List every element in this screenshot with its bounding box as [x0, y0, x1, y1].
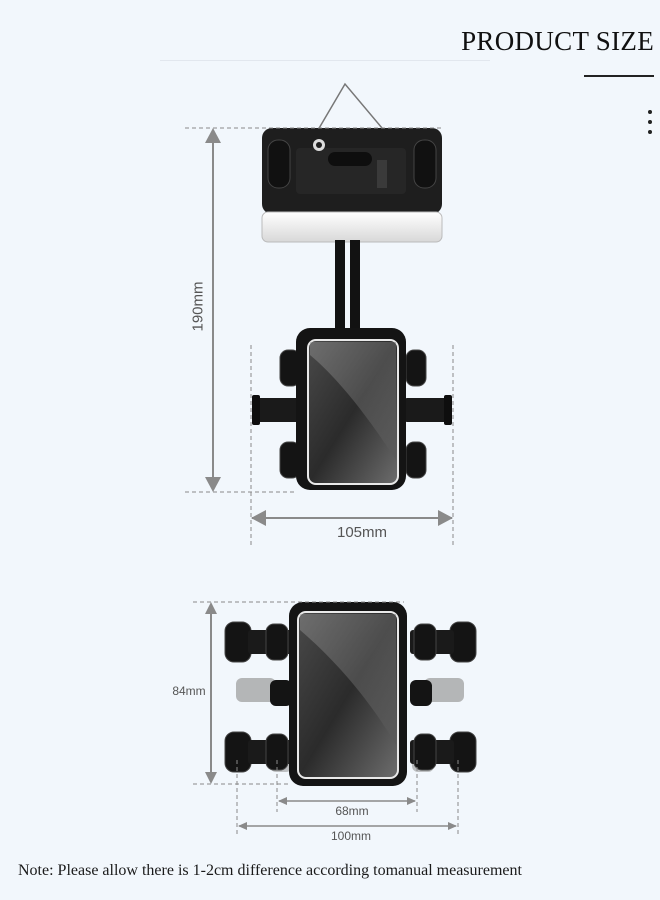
bottom-inner-width-label: 68mm	[335, 804, 369, 818]
top-view-dimensions	[185, 127, 454, 546]
top-height-label: 190mm	[189, 281, 207, 332]
header-divider	[160, 60, 490, 61]
measurement-note: Note: Please allow there is 1-2cm differ…	[18, 862, 522, 879]
top-width-label: 105mm	[336, 524, 388, 541]
bottom-outer-width-label: 100mm	[330, 829, 371, 843]
top-view-product	[252, 82, 452, 490]
bottom-height-label: 84mm	[172, 684, 206, 698]
bottom-view-product	[224, 602, 477, 786]
title-underline	[584, 75, 654, 77]
more-options-icon[interactable]	[646, 110, 654, 134]
bottom-view-dimensions	[193, 601, 459, 836]
page-title: PRODUCT SIZE	[461, 26, 654, 56]
